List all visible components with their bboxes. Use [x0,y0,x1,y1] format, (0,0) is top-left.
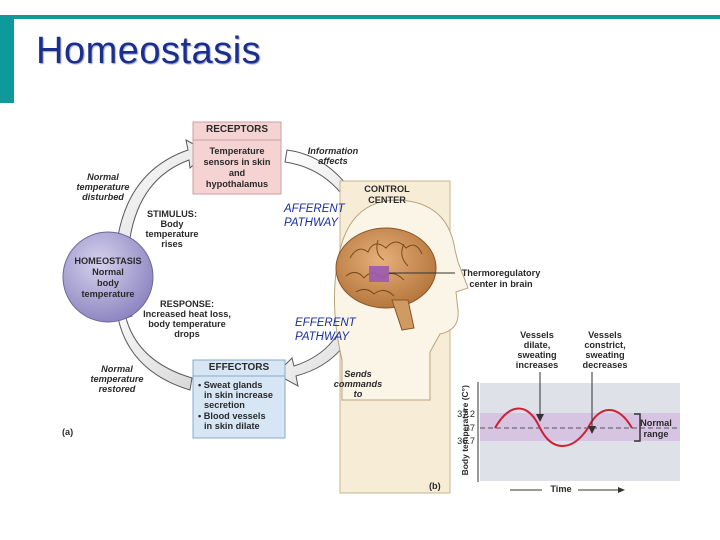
vessels-constrict-3: sweating [585,350,625,360]
top-accent-bar [14,15,720,19]
response-title: RESPONSE: [159,299,215,309]
thermoregulatory-center-marker [369,266,389,282]
receptors-text-1: Temperature [209,146,265,156]
control-center-title-2: CENTER [368,195,406,205]
normal-restored-1: Normal [101,364,133,374]
stimulus-text-2: temperature [145,229,199,239]
effectors-text-2: in skin increase [204,390,273,400]
vessels-constrict-2: constrict, [584,340,626,350]
stimulus-text-1: Body [160,219,184,229]
receptors-title: RECEPTORS [205,124,269,135]
receptors-box [192,121,282,195]
response-text-3: drops [174,329,200,339]
sends-commands-2: commands [333,379,383,389]
response-text-2: body temperature [148,319,226,329]
tick-36-7: 36.7 [457,436,475,446]
temperature-wave [494,407,633,447]
vessels-dilate-2: dilate, [523,340,551,350]
vessels-dilate-3: sweating [517,350,557,360]
homeostasis-title: HOMEOSTASIS [74,256,142,266]
graph-x-axis-label: Time [550,484,572,494]
normal-disturbed-2: temperature [76,182,130,192]
range-bracket [634,413,641,442]
thermoregulatory-label-2: center in brain [469,279,533,289]
normal-restored-2: temperature [90,374,144,384]
vessels-dilate-4: increases [515,360,559,370]
dilate-pointer-head [536,414,544,422]
effectors-text-1: • Sweat glands [198,380,263,390]
effectors-text-3: secretion [204,400,245,410]
effectors-text-5: in skin dilate [204,421,260,431]
stimulus-title: STIMULUS: [146,209,197,219]
left-accent-bar [0,15,14,103]
normal-disturbed-3: disturbed [82,192,124,202]
normal-restored-3: restored [98,384,136,394]
thermoregulatory-label-1: Thermoregulatory [461,268,541,278]
vessels-dilate-1: Vessels [520,330,554,340]
vessels-constrict-4: decreases [582,360,628,370]
homeostasis-text-2: body [97,278,119,288]
effectors-title: EFFECTORS [208,362,270,373]
tick-37: 37 [464,423,475,433]
efferent-pathway-2: PATHWAY [295,331,350,343]
stimulus-text-3: rises [161,239,183,249]
information-affects-1: Information [307,146,359,156]
normal-range-band [480,413,680,441]
sends-commands-3: to [353,389,363,399]
information-affects-2: affects [318,156,348,166]
homeostasis-circle [62,231,154,323]
efferent-pathway-1: EFFERENT [295,317,356,329]
homeostasis-text-3: temperature [81,289,135,299]
effectors-box [192,359,286,439]
vessels-constrict-1: Vessels [588,330,622,340]
normal-range-label-2: range [643,429,669,439]
sends-commands-1: Sends [344,369,372,379]
normal-range-label-1: Normal [640,418,672,428]
afferent-pathway-1: AFFERENT [284,203,345,215]
receptors-text-2: sensors in skin [203,157,271,167]
afferent-pathway-2: PATHWAY [284,217,339,229]
control-center-title-1: CONTROL [364,184,410,194]
time-arrowhead [618,487,625,493]
response-text-1: Increased heat loss, [143,309,231,319]
constrict-pointer-head [588,426,596,434]
tick-37-2: 37.2 [457,409,475,419]
panel-b-label: (b) [429,481,441,491]
temperature-graph [477,372,680,493]
receptors-text-3: and [228,168,246,178]
slide-title: Homeostasis [36,30,262,72]
panel-a-label: (a) [62,427,74,437]
normal-disturbed-1: Normal [87,172,119,182]
receptors-text-4: hypothalamus [205,179,269,189]
homeostasis-text-1: Normal [92,267,124,277]
effectors-text-4: • Blood vessels [198,411,266,421]
brainstem [391,299,415,331]
